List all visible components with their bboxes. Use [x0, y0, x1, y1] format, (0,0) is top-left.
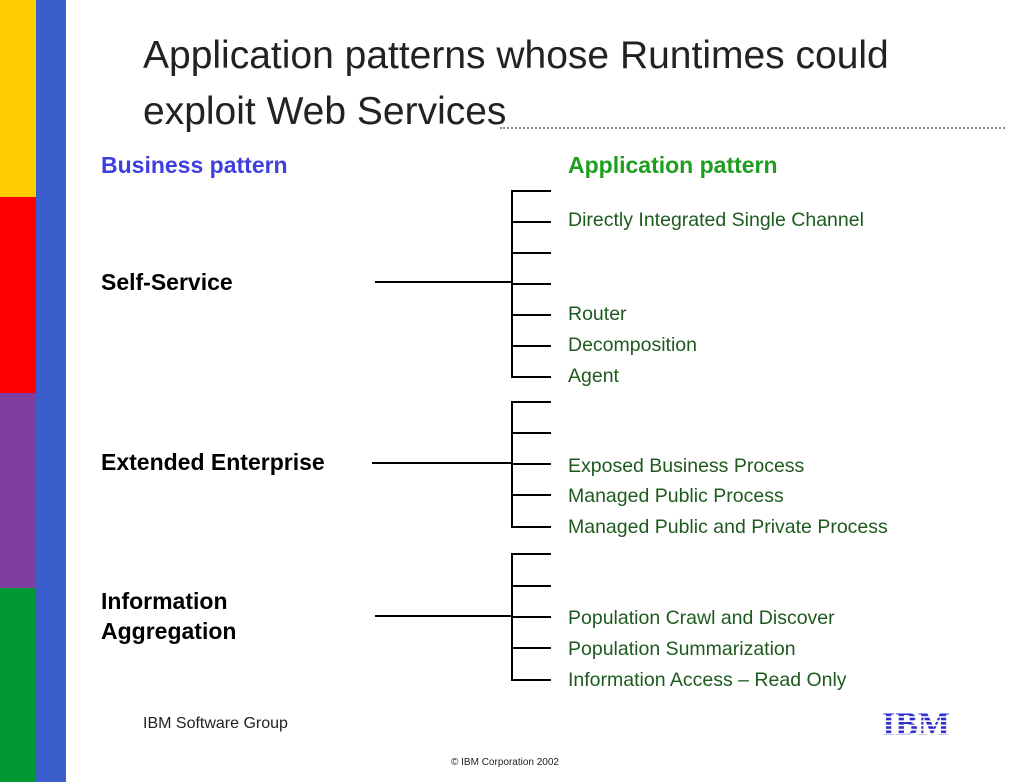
business-pattern-self-service: Self-Service [101, 269, 233, 295]
application-pattern-item: Decomposition [568, 334, 697, 356]
stripe-green [0, 588, 36, 782]
business-pattern-header: Business pattern [101, 152, 288, 178]
application-pattern-item: Population Crawl and Discover [568, 607, 835, 629]
application-pattern-item: Information Access – Read Only [568, 669, 847, 691]
application-pattern-item: Managed Public and Private Process [568, 516, 888, 538]
stripe-red [0, 197, 36, 393]
ibm-logo: IBM [882, 706, 950, 739]
business-pattern-information-aggregation: Information Aggregation [101, 588, 237, 644]
stripe-purple [0, 393, 36, 588]
title-dotted-rule [500, 127, 1005, 129]
application-pattern-item: Directly Integrated Single Channel [568, 209, 864, 231]
stripe-yellow [0, 0, 36, 197]
application-pattern-item: Population Summarization [568, 638, 796, 660]
application-pattern-item: Router [568, 303, 627, 325]
application-pattern-item: Exposed Business Process [568, 455, 805, 477]
blue-side-bar [36, 0, 66, 782]
copyright-notice: © IBM Corporation 2002 [451, 757, 559, 768]
application-pattern-header: Application pattern [568, 152, 778, 178]
footer-group-name: IBM Software Group [143, 715, 288, 732]
svg-text:IBM: IBM [882, 706, 950, 739]
business-pattern-extended-enterprise: Extended Enterprise [101, 449, 325, 475]
application-pattern-item: Agent [568, 365, 619, 387]
slide-title: Application patterns whose Runtimes coul… [143, 34, 889, 133]
application-pattern-item: Managed Public Process [568, 485, 784, 507]
